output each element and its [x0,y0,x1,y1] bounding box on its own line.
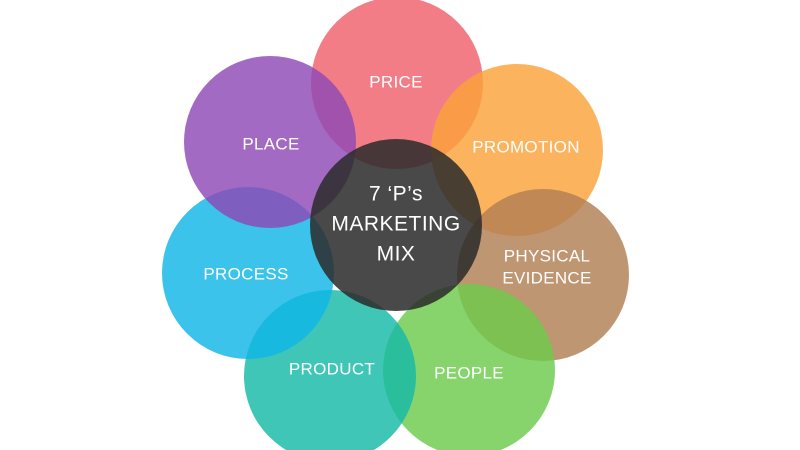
petal-label-line: PLACE [242,134,299,153]
petal-label-promotion: PROMOTION [472,137,580,156]
petal-people [383,284,555,450]
center-title-line: 7 ‘P’s [369,183,423,206]
petal-label-line: PRODUCT [289,359,375,378]
petal-process [162,187,334,359]
petal-label-price: PRICE [369,72,422,91]
petal-label-line: PHYSICAL [504,246,591,265]
petal-label-line: PEOPLE [434,363,504,382]
petal-label-place: PLACE [242,134,299,153]
petal-label-product: PRODUCT [289,359,375,378]
label-layer: PRICE PROMOTION PHYSICAL EVIDENCE PEOPLE PROD… [203,72,591,382]
petal-layer [162,0,629,450]
center-circle [310,139,482,311]
petal-label-line: PROCESS [203,264,288,283]
petal-place [184,56,356,228]
petal-label-process: PROCESS [203,264,288,283]
petal-label-physical-evidence: PHYSICAL EVIDENCE [502,246,591,287]
center-title-line: MARKETING [331,213,460,236]
petal-label-line: PRICE [369,72,422,91]
petal-label-people: PEOPLE [434,363,504,382]
center-title-line: MIX [377,243,416,266]
petal-label-line: EVIDENCE [502,268,591,287]
petal-label-line: PROMOTION [472,137,580,156]
center-layer [310,139,482,311]
